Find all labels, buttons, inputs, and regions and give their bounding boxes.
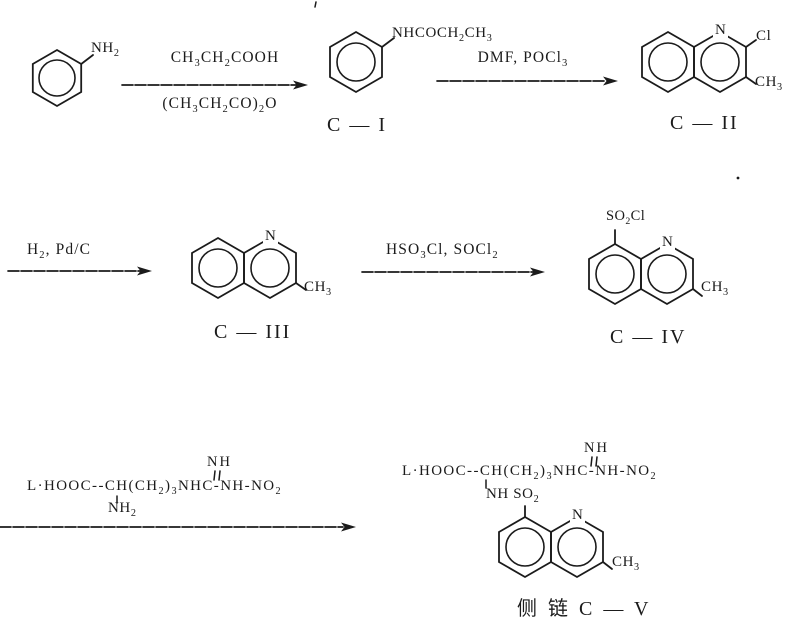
c3-name: C — III [214, 321, 292, 343]
reagent-backbone-formula: L·HOOC--CH(CH2)3NHC-NH-NO2 [27, 478, 283, 497]
c5-name: 侧 链 C — V [517, 598, 652, 620]
c4-ch3-label: CH3 [701, 279, 729, 298]
step1-reagent-below: (CH3CH2CO)2O [162, 95, 278, 116]
arrowhead [603, 76, 618, 86]
benzene-ring [31, 48, 83, 108]
c3-ch3-label: CH3 [304, 279, 332, 298]
reagent-bond-marks [116, 470, 221, 504]
aromatic-circle [336, 42, 376, 82]
reaction-arrow-5 [0, 522, 356, 532]
aromatic-circle [648, 42, 688, 82]
bond-to-nh2 [80, 54, 94, 65]
bond-to-ch3 [692, 288, 703, 297]
c4-so2cl-label: SO2Cl [604, 208, 648, 227]
arrowhead [293, 80, 308, 90]
bond-to-ch3 [295, 282, 307, 291]
c5-nhso2-label: NH SO2 [486, 486, 540, 505]
arrowhead [530, 267, 545, 277]
aromatic-circle [38, 59, 76, 97]
reaction-arrow-4 [361, 267, 545, 277]
bond-to-ch3 [745, 76, 757, 85]
c4-name: C — IV [610, 326, 687, 348]
aromatic-circle [250, 248, 290, 288]
reaction-arrow-2 [436, 76, 618, 86]
c5-ring-nitrogen: N [570, 507, 586, 524]
aniline-structure [31, 48, 94, 108]
c4-structure [588, 229, 703, 306]
reagent-imine-nh: NH [207, 454, 232, 470]
aromatic-circle [595, 254, 635, 294]
bond-to-ch3 [602, 561, 613, 570]
scan-artifacts [314, 1, 740, 180]
c1-structure [329, 30, 395, 94]
reaction-arrow-3 [7, 266, 152, 276]
c2-cl-label: Cl [756, 28, 772, 44]
c5-backbone-formula: L·HOOC--CH(CH2)3NHC-NH-NO2 [402, 463, 658, 482]
aromatic-circle [505, 527, 545, 567]
c5-ch3-label: CH3 [612, 554, 640, 573]
c1-name: C — I [327, 114, 387, 136]
pyridine-ring [243, 236, 297, 300]
bond-to-amide [381, 37, 395, 48]
benzo-ring [191, 236, 245, 300]
bond-to-cl [745, 39, 757, 48]
step3-reagent-above: H2, Pd/C [27, 241, 92, 262]
aromatic-circle [198, 248, 238, 288]
c2-structure [641, 30, 757, 94]
c1-amide-label: NHCOCH2CH3 [392, 25, 493, 44]
imine-double-bond [218, 470, 221, 481]
step1-reagent-above: CH3CH2COOH [170, 49, 280, 70]
step2-reagent-above: DMF, POCl3 [477, 49, 569, 70]
c5-structure [485, 456, 613, 579]
c2-ch3-label: CH3 [755, 74, 783, 93]
aromatic-circle [700, 42, 740, 82]
c2-name: C — II [670, 112, 739, 134]
step4-reagent-above: HSO3Cl, SOCl2 [386, 241, 499, 262]
pyridine-ring [550, 515, 604, 579]
aromatic-circle [647, 254, 687, 294]
aniline-nh2-label: NH2 [91, 40, 120, 59]
pyridine-ring [640, 242, 694, 306]
imine-double-bond [590, 456, 593, 467]
arrowhead [341, 522, 356, 532]
reaction-arrow-1 [121, 80, 308, 90]
tick-mark [314, 1, 317, 8]
imine-double-bond [213, 470, 216, 481]
imine-double-bond [595, 456, 598, 467]
c3-structure [191, 236, 307, 300]
c2-ring-nitrogen: N [713, 22, 729, 39]
reagent-amine-nh2: NH2 [108, 500, 137, 519]
c5-imine-nh: NH [584, 440, 609, 456]
c3-ring-nitrogen: N [263, 228, 279, 245]
stray-dot [736, 176, 740, 180]
aromatic-circle [557, 527, 597, 567]
arrowhead [137, 266, 152, 276]
c4-ring-nitrogen: N [660, 234, 676, 251]
